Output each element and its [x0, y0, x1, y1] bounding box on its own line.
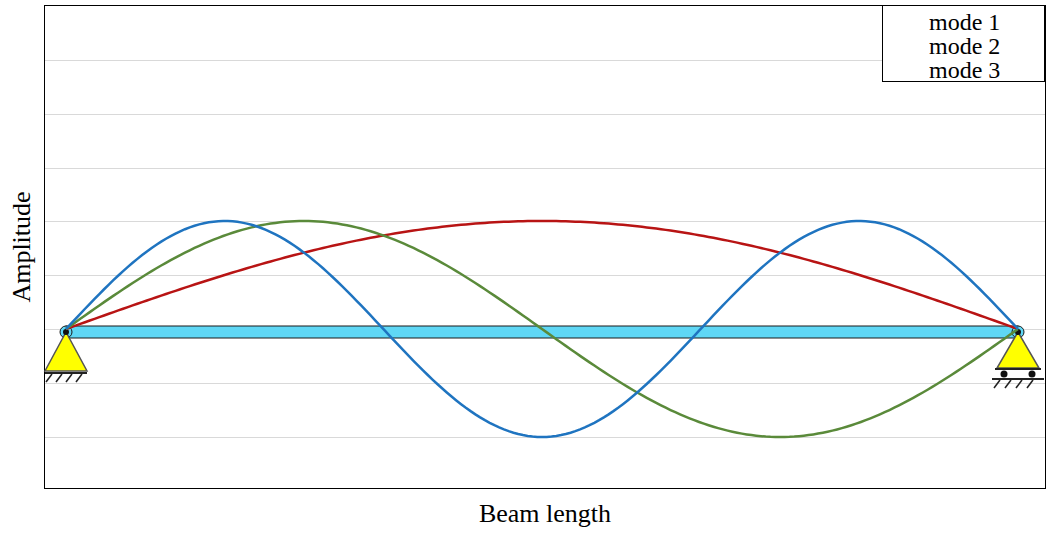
- mode-curve: [66, 221, 1018, 437]
- grid-line: [45, 168, 1045, 169]
- pin-support: [45, 329, 87, 382]
- x-axis-label: Beam length: [479, 501, 611, 527]
- y-axis-label: Amplitude: [9, 191, 35, 302]
- plot-frame: [45, 6, 1046, 489]
- grid-line: [45, 114, 1045, 115]
- legend-label: mode 2: [929, 34, 1000, 58]
- legend-label: mode 3: [929, 58, 1000, 82]
- roller-support: [992, 329, 1044, 388]
- grid-line: [45, 275, 1045, 276]
- legend-label: mode 1: [929, 10, 1000, 34]
- mode-curve: [66, 221, 1018, 329]
- mode-curve: [66, 221, 1018, 437]
- grid-line: [45, 383, 1045, 384]
